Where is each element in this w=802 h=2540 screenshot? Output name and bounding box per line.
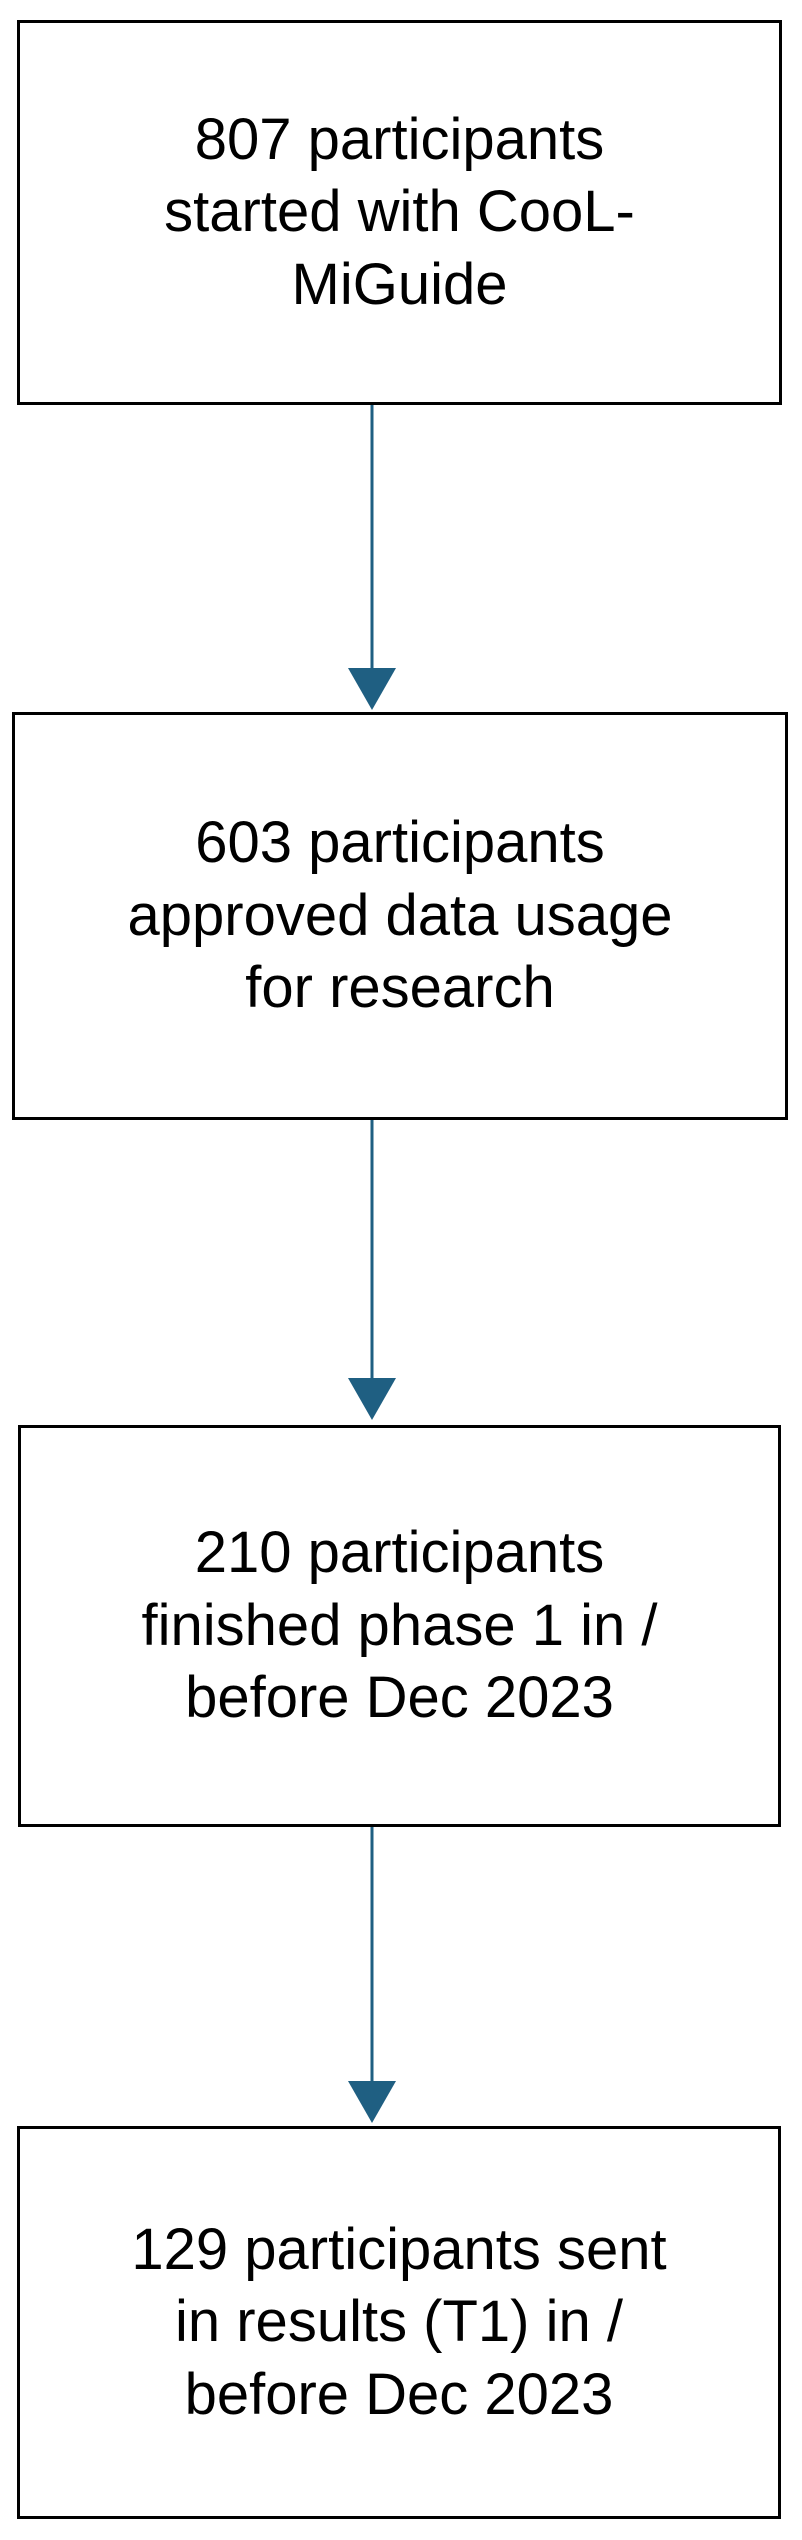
flow-step-finished-phase-1: 210 participants finished phase 1 in / b… xyxy=(18,1425,781,1827)
flow-step-started-text: 807 participants started with CooL- MiGu… xyxy=(164,106,635,317)
arrow-1-to-2 xyxy=(348,405,396,710)
flow-step-sent-results-text: 129 participants sent in results (T1) in… xyxy=(131,2216,667,2427)
flow-step-finished-phase-1-text: 210 participants finished phase 1 in / b… xyxy=(141,1520,658,1731)
flow-step-approved-text: 603 participants approved data usage for… xyxy=(127,810,673,1021)
flow-step-sent-results: 129 participants sent in results (T1) in… xyxy=(17,2126,781,2519)
flow-step-started: 807 participants started with CooL- MiGu… xyxy=(17,20,782,405)
arrow-3-to-4 xyxy=(348,1827,396,2123)
arrow-2-to-3 xyxy=(348,1120,396,1420)
flow-step-approved: 603 participants approved data usage for… xyxy=(12,712,788,1120)
